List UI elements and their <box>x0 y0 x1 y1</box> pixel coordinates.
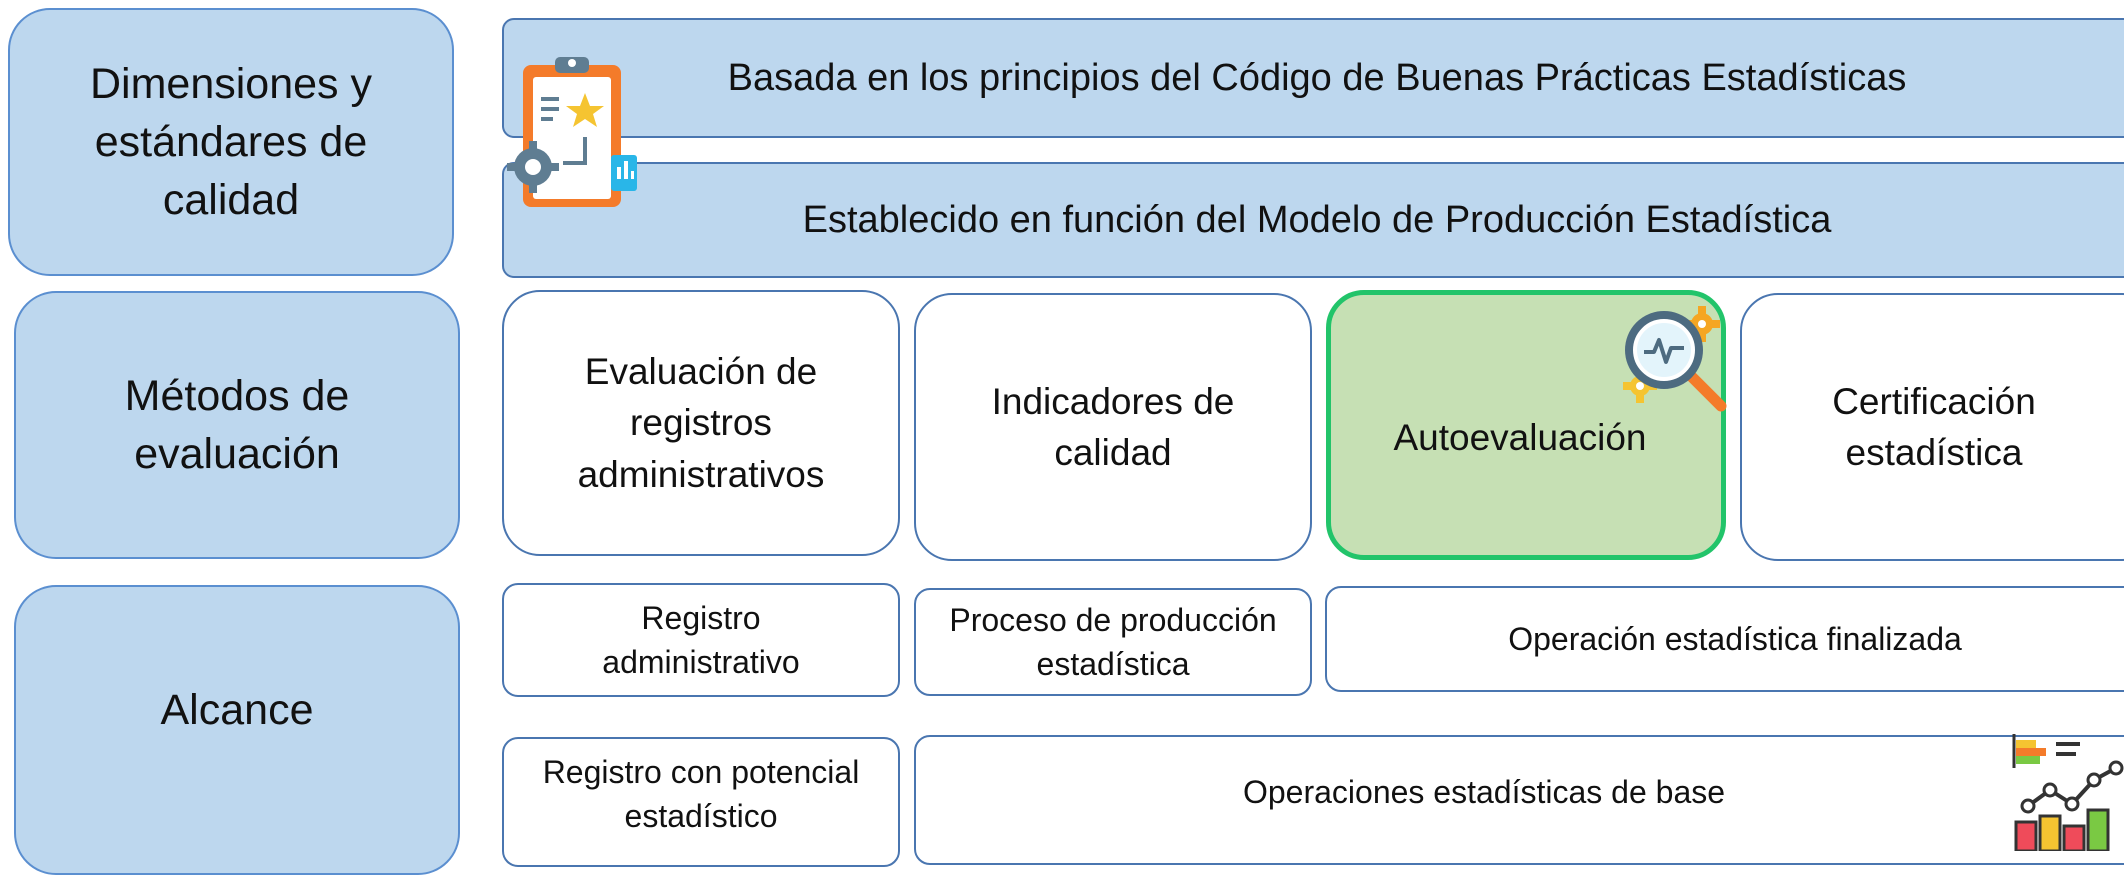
scope-base-operations: Operaciones estadísticas de base <box>914 735 2124 865</box>
scope-admin-record: Registro administrativo <box>502 583 900 697</box>
scope-base-operations-label: Operaciones estadísticas de base <box>1242 773 1726 810</box>
method-certification-label: Certificación estadística <box>1832 380 2036 473</box>
method-quality-indicators-label: Indicadores de calidad <box>991 380 1235 473</box>
method-admin-records: Evaluación de registros administrativos <box>502 290 900 556</box>
scope-potential-record: Registro con potencial estadístico <box>502 737 900 867</box>
category-dimensions: Dimensiones y estándares de calidad <box>8 8 454 276</box>
method-admin-records-label: Evaluación de registros administrativos <box>577 351 825 495</box>
banner-principles-text: Basada en los principios del Código de B… <box>727 56 1907 99</box>
method-certification: Certificación estadística <box>1740 293 2124 561</box>
banner-model-text: Establecido en función del Modelo de Pro… <box>802 198 1832 241</box>
scope-potential-record-label: Registro con potencial estadístico <box>542 753 860 834</box>
method-self-assessment: Autoevaluación <box>1326 290 1726 560</box>
banner-principles: Basada en los principios del Código de B… <box>502 18 2124 138</box>
category-scope-label: Alcance <box>160 685 314 734</box>
method-self-assessment-label: Autoevaluación <box>1393 417 1647 459</box>
scope-admin-record-label: Registro administrativo <box>602 599 800 680</box>
clipboard-quality-icon <box>507 57 637 207</box>
scope-finished-operation: Operación estadística finalizada <box>1325 586 2124 692</box>
category-scope: Alcance <box>14 585 460 875</box>
banner-model: Establecido en función del Modelo de Pro… <box>502 162 2124 278</box>
scope-finished-operation-label: Operación estadística finalizada <box>1508 620 1962 657</box>
scope-production-process: Proceso de producción estadística <box>914 588 1312 696</box>
category-methods: Métodos de evaluación <box>14 291 460 559</box>
category-dimensions-label: Dimensiones y estándares de calidad <box>90 59 372 225</box>
magnifier-gear-icon <box>1623 306 1727 412</box>
method-quality-indicators: Indicadores de calidad <box>914 293 1312 561</box>
analytics-chart-icon <box>2012 734 2124 851</box>
scope-production-process-label: Proceso de producción estadística <box>949 601 1277 682</box>
category-methods-label: Métodos de evaluación <box>124 371 350 478</box>
